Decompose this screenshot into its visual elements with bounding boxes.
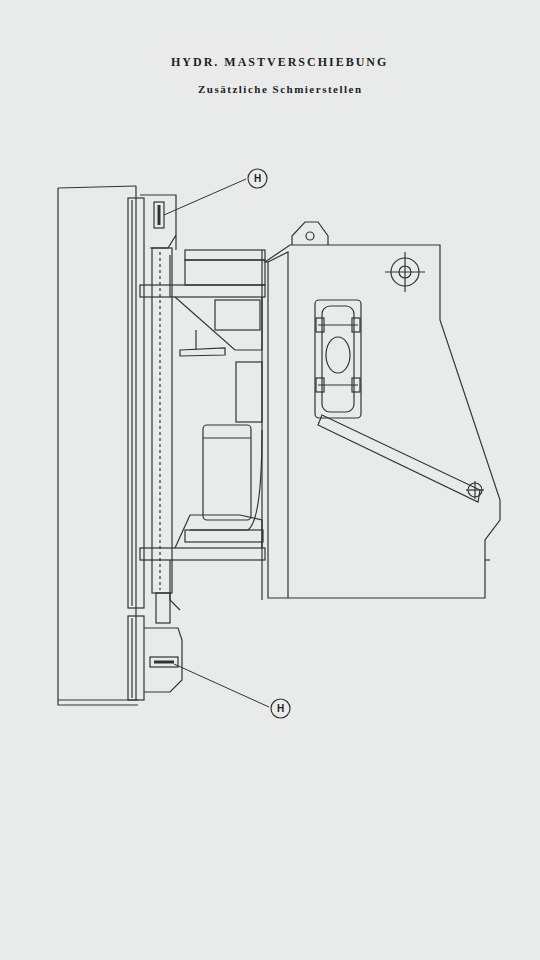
drawing-title: HYDR. MASTVERSCHIEBUNG [171, 55, 388, 70]
callout-circle: H [247, 168, 268, 189]
drawing-subtitle: Zusätzliche Schmierstellen [198, 83, 363, 95]
callout-letter: H [254, 173, 261, 184]
callout-circle: H [270, 698, 291, 719]
callout-letter: H [277, 703, 284, 714]
